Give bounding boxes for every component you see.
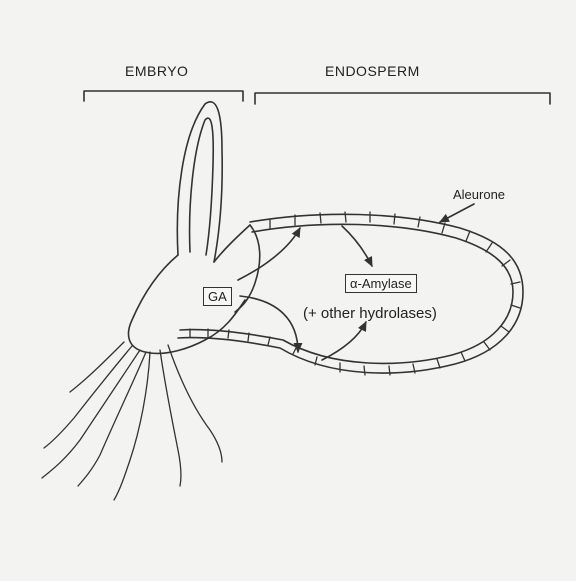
- aleurone-pointer-arrow: [440, 204, 474, 222]
- arrow-lower-aleurone-to-hydrolases: [322, 322, 366, 360]
- arrow-to-upper-aleurone: [238, 228, 300, 280]
- roots: [42, 342, 222, 500]
- endosperm-label: ENDOSPERM: [325, 64, 420, 78]
- embryo-bracket: [84, 91, 243, 101]
- arrow-aleurone-to-amylase: [342, 226, 372, 266]
- ga-box: GA: [203, 287, 232, 306]
- hydrolases-label: (+ other hydrolases): [303, 306, 437, 321]
- amylase-box: α-Amylase: [345, 274, 417, 293]
- endosperm-bracket: [255, 93, 550, 104]
- embryo-label: EMBRYO: [125, 64, 188, 78]
- coleoptile-inner: [190, 118, 214, 255]
- coleoptile: [177, 102, 222, 262]
- aleurone-segments: [190, 212, 520, 375]
- aleurone-label: Aleurone: [453, 188, 505, 201]
